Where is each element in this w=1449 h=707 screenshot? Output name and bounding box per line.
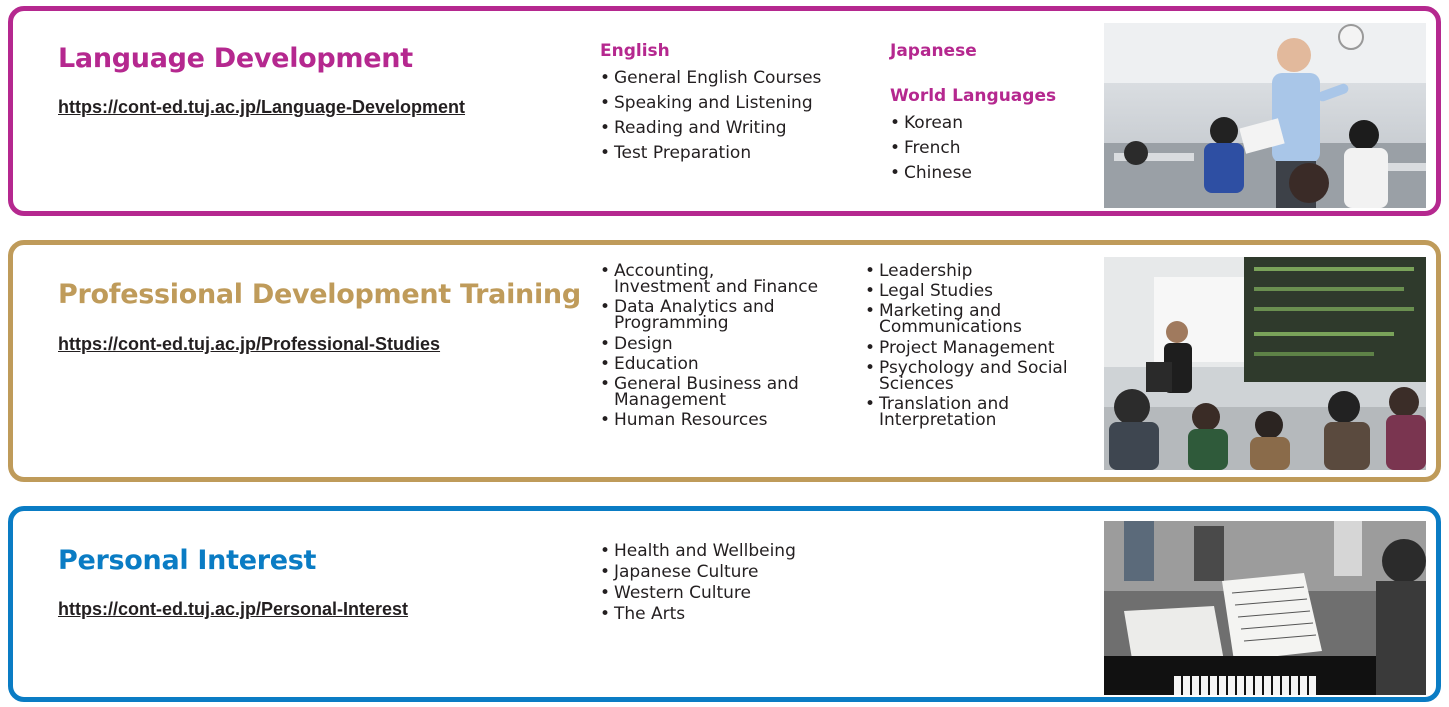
list-item: Legal Studies xyxy=(865,283,1068,300)
list-item: Human Resources xyxy=(600,412,818,429)
english-column: English General English Courses Speaking… xyxy=(600,43,821,170)
piano-music-class-photo xyxy=(1104,521,1426,695)
personal-interest-title: Personal Interest xyxy=(58,545,317,576)
list-item: French xyxy=(890,140,1056,158)
list-item: Project Management xyxy=(865,339,1068,356)
list-item: Speaking and Listening xyxy=(600,95,821,113)
personal-interest-list: Health and Wellbeing Japanese Culture We… xyxy=(600,543,796,624)
list-item: Education xyxy=(600,355,818,372)
english-list: General English Courses Speaking and Lis… xyxy=(600,70,821,163)
list-item: Reading and Writing xyxy=(600,120,821,138)
japanese-world-column: Japanese World Languages Korean French C… xyxy=(890,43,1056,190)
list-item: Western Culture xyxy=(600,585,796,603)
classroom-teacher-photo xyxy=(1104,23,1426,208)
personal-interest-column: Health and Wellbeing Japanese Culture We… xyxy=(600,543,796,627)
personal-interest-panel: Personal Interest https://cont-ed.tuj.ac… xyxy=(8,506,1441,702)
list-item: Design xyxy=(600,335,818,352)
japanese-heading: Japanese xyxy=(890,41,977,61)
world-languages-heading: World Languages xyxy=(890,86,1057,106)
world-languages-list: Korean French Chinese xyxy=(890,115,1056,183)
professional-list-1: Accounting,Investment and Finance Data A… xyxy=(600,263,818,429)
list-item: Leadership xyxy=(865,263,1068,280)
language-development-title: Language Development xyxy=(58,43,413,74)
list-item: Korean xyxy=(890,115,1056,133)
language-development-link[interactable]: https://cont-ed.tuj.ac.jp/Language-Devel… xyxy=(58,97,466,117)
language-development-panel: Language Development https://cont-ed.tuj… xyxy=(8,6,1441,216)
professional-list-2: Leadership Legal Studies Marketing andCo… xyxy=(865,263,1068,429)
personal-interest-link[interactable]: https://cont-ed.tuj.ac.jp/Personal-Inter… xyxy=(58,599,409,619)
list-item: General English Courses xyxy=(600,70,821,88)
list-item: Health and Wellbeing xyxy=(600,543,796,561)
list-item: Japanese Culture xyxy=(600,564,796,582)
presentation-seminar-photo xyxy=(1104,257,1426,470)
professional-development-panel: Professional Development Training https:… xyxy=(8,240,1441,482)
english-heading: English xyxy=(600,41,670,61)
list-item: Chinese xyxy=(890,165,1056,183)
list-item: Test Preparation xyxy=(600,145,821,163)
list-item: The Arts xyxy=(600,606,796,624)
professional-development-title: Professional Development Training xyxy=(58,279,581,310)
professional-column-1: Accounting,Investment and Finance Data A… xyxy=(600,263,818,432)
list-item: Accounting,Investment and Finance xyxy=(600,263,818,296)
professional-column-2: Leadership Legal Studies Marketing andCo… xyxy=(865,263,1068,432)
professional-studies-link[interactable]: https://cont-ed.tuj.ac.jp/Professional-S… xyxy=(58,334,441,354)
